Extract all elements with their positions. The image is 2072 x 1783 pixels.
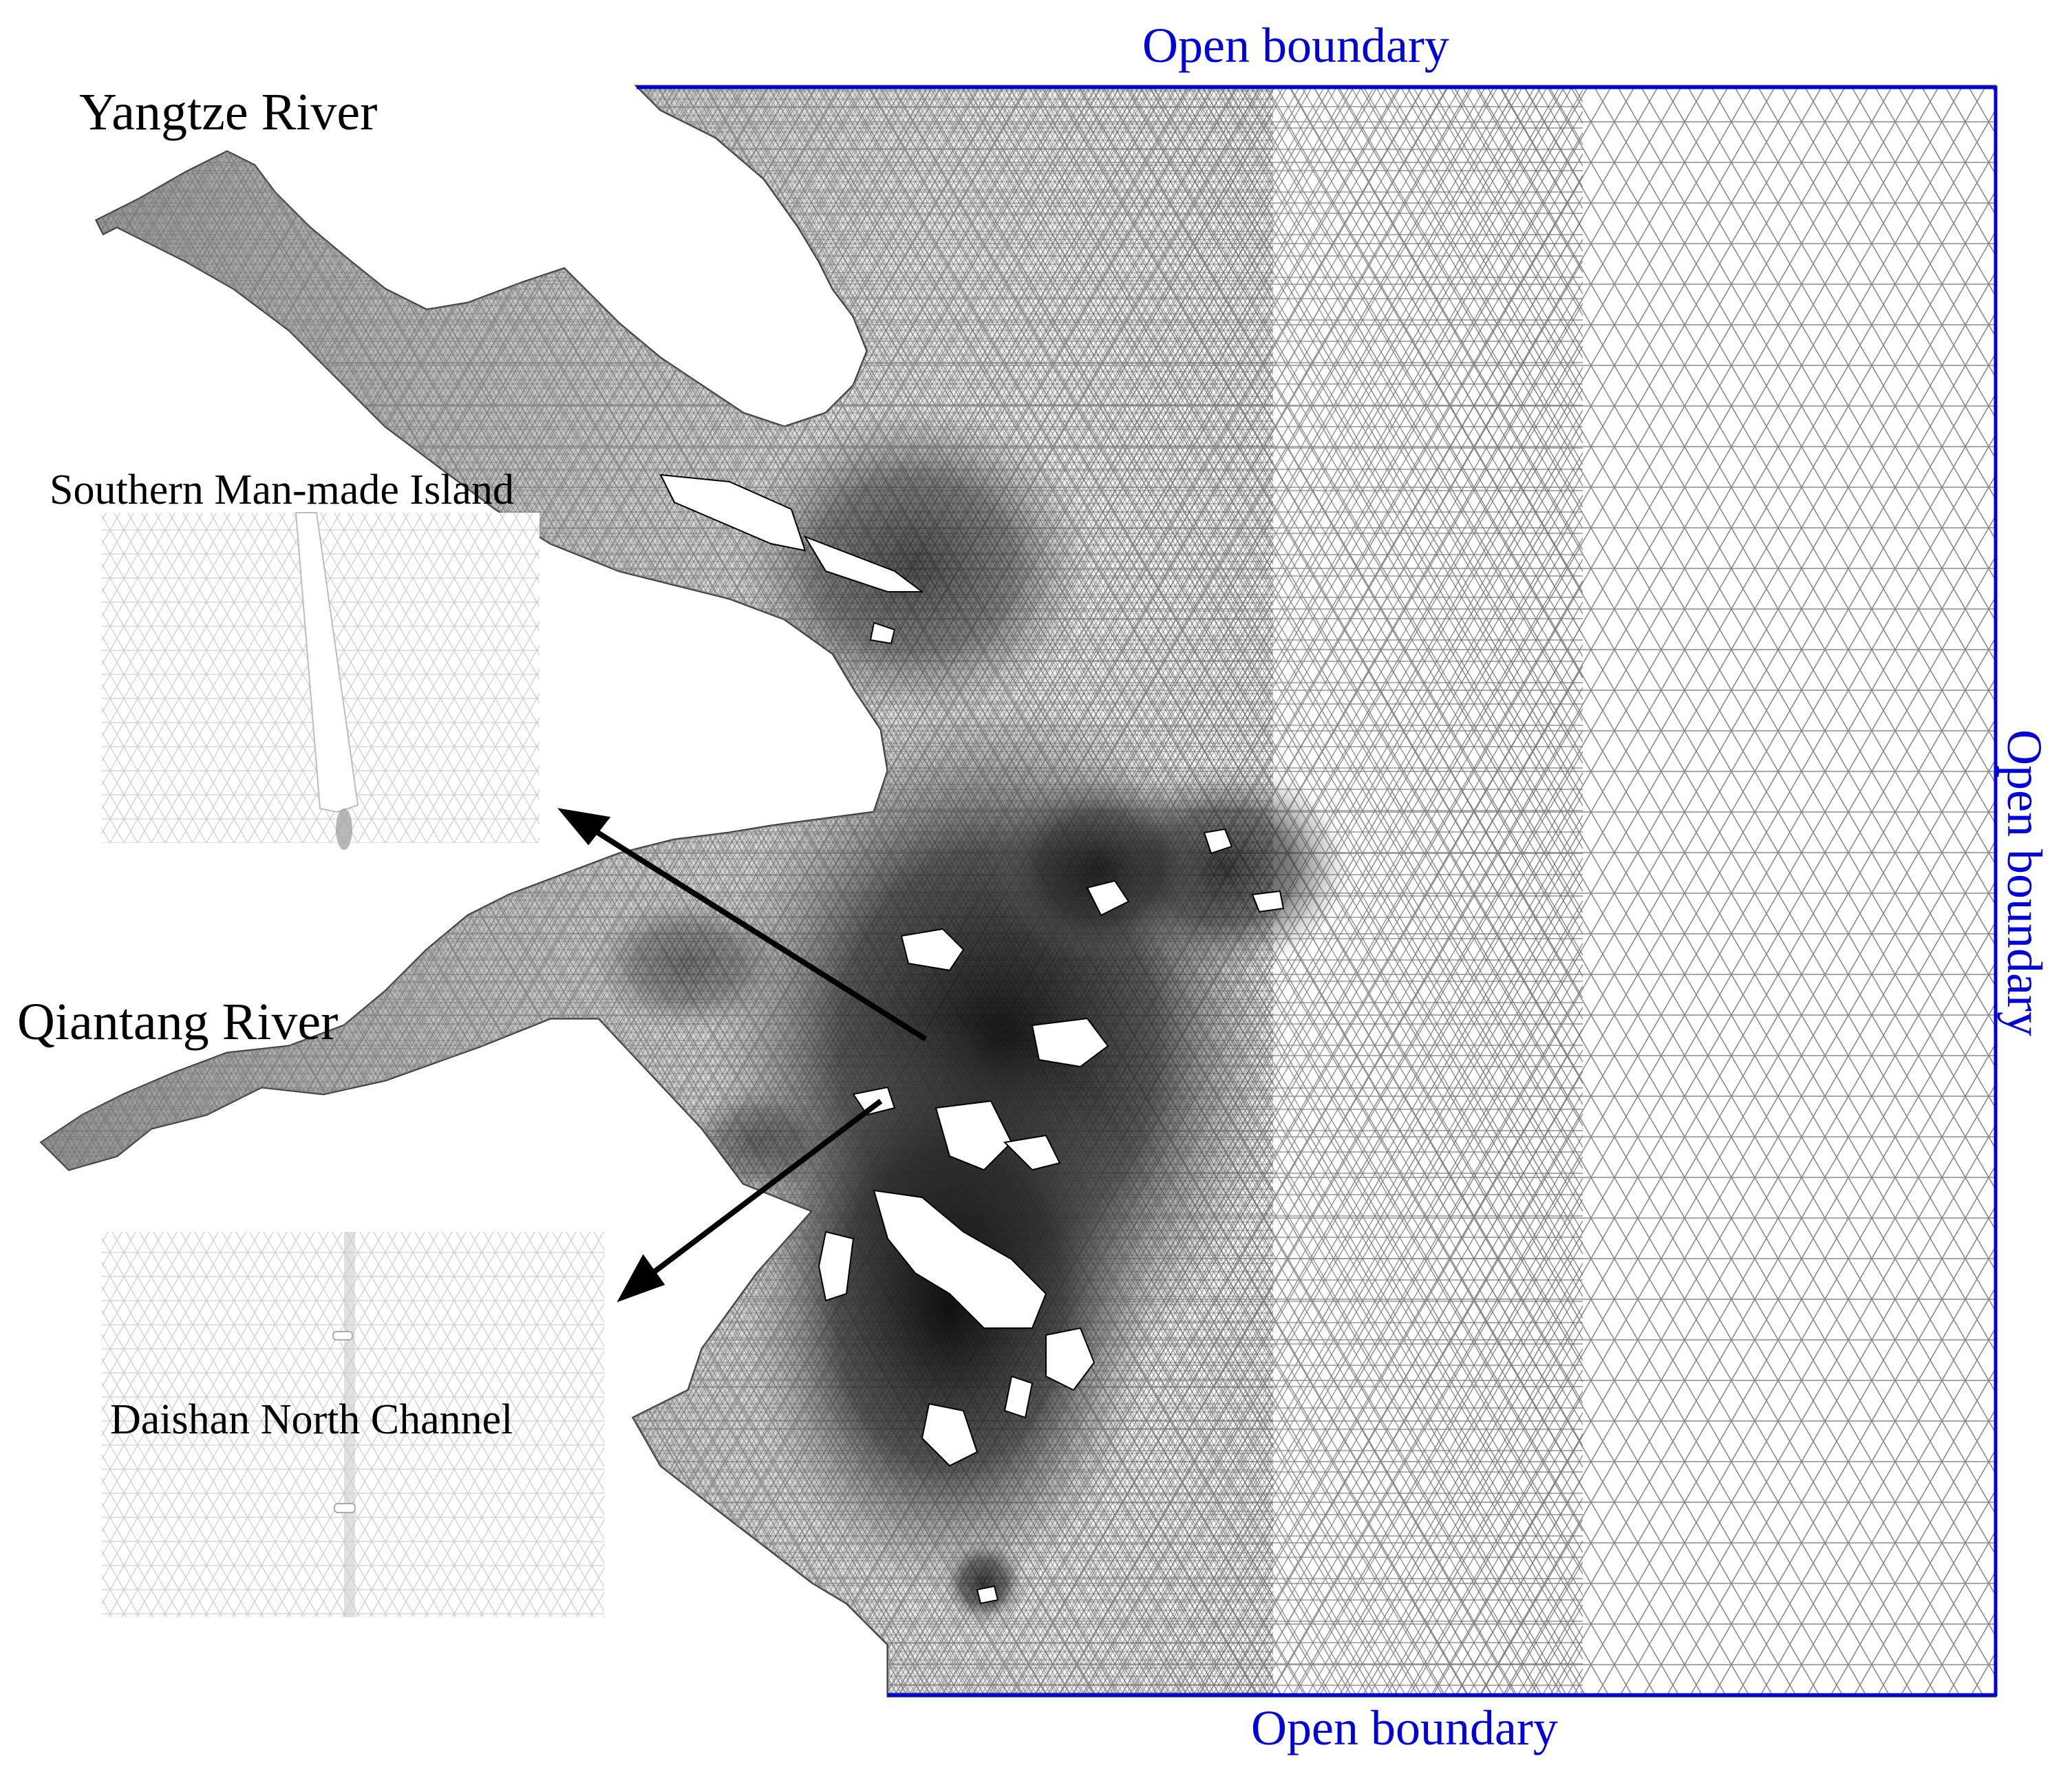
chongming-island: [659, 473, 807, 552]
island-g: [921, 1402, 979, 1467]
arrowhead-daishan: [617, 1254, 665, 1303]
label-southern-island: Southern Man-made Island: [50, 467, 514, 513]
island-a: [900, 928, 965, 972]
arrow-to-daishan: [641, 1098, 883, 1283]
inset-daishan-channel: [102, 1232, 604, 1617]
arrowhead-southern-island: [557, 808, 611, 846]
island-c: [934, 1100, 1013, 1171]
hengsha-island: [803, 535, 924, 592]
label-yangtze-river: Yangtze River: [79, 83, 377, 141]
islands: [659, 473, 1285, 1605]
island-k: [1003, 1134, 1061, 1171]
island-i: [1203, 828, 1233, 855]
inset-southern-island: [102, 512, 540, 850]
label-qiantang-river: Qiantang River: [17, 993, 338, 1051]
island-d: [818, 1230, 855, 1302]
label-open-boundary-right: Open boundary: [1997, 729, 2052, 1036]
island-h: [1086, 879, 1130, 917]
island-f: [1003, 1375, 1034, 1419]
jiuduansha-shoal: [869, 621, 896, 645]
label-open-boundary-bottom: Open boundary: [1251, 1700, 1558, 1755]
man-made-island-shape: [295, 512, 359, 813]
label-open-boundary-top: Open boundary: [1142, 18, 1449, 73]
island-b: [852, 1086, 896, 1116]
open-boundary-lines: [637, 85, 1998, 1697]
zhoushan-island: [873, 1189, 1047, 1329]
daishan-island: [1031, 1017, 1109, 1068]
island-l: [976, 1585, 999, 1605]
island-e: [1045, 1327, 1096, 1391]
label-daishan-channel: Daishan North Channel: [110, 1396, 513, 1443]
arrow-to-southern-island: [579, 820, 928, 1042]
pointer-arrows: [557, 808, 928, 1303]
island-j: [1251, 890, 1285, 913]
